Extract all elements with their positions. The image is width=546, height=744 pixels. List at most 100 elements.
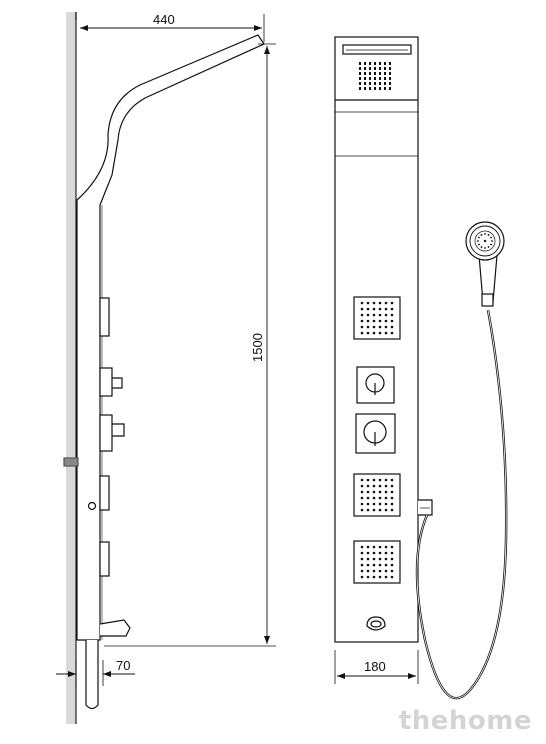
side-knob-1 [99, 367, 113, 397]
jet-nozzle [384, 331, 388, 335]
jet-nozzle [390, 478, 394, 482]
jet-nozzle [384, 325, 388, 329]
jet-nozzle [372, 319, 376, 323]
jet-nozzle [360, 551, 364, 555]
jet-nozzle [366, 325, 370, 329]
jet-nozzle [378, 508, 382, 512]
jet-nozzle [360, 496, 364, 500]
jet-nozzle [390, 545, 394, 549]
jet-nozzle [390, 508, 394, 512]
jet-nozzle [372, 508, 376, 512]
jet-nozzle [384, 484, 388, 488]
jet-nozzle [390, 313, 394, 317]
side-panel-body [76, 34, 265, 641]
jet-nozzle [366, 496, 370, 500]
jet-nozzle [378, 313, 382, 317]
jet-nozzle [372, 502, 376, 506]
jet-nozzle [390, 563, 394, 567]
jet-nozzle [384, 319, 388, 323]
dim-440-label: 440 [153, 12, 175, 27]
jet-nozzle [384, 478, 388, 482]
jet-nozzle [378, 490, 382, 494]
hand-shower-nozzle [480, 246, 483, 248]
jet-nozzle [372, 551, 376, 555]
jet-nozzle [372, 496, 376, 500]
jet-nozzle [366, 502, 370, 506]
jet-nozzle [390, 490, 394, 494]
front-spout [366, 616, 386, 631]
hand-shower-nozzle [491, 240, 493, 242]
jet-nozzle [360, 569, 364, 573]
jet-nozzle [360, 502, 364, 506]
jet-nozzle [378, 563, 382, 567]
jet-nozzle [390, 319, 394, 323]
jet-nozzle [360, 325, 364, 329]
jet-nozzle [384, 551, 388, 555]
jet-nozzle [390, 307, 394, 311]
jet-nozzle [384, 557, 388, 561]
jet-nozzle [366, 478, 370, 482]
jet-nozzle [384, 307, 388, 311]
hand-shower-nozzle [484, 233, 486, 235]
side-jet-3 [99, 541, 110, 577]
side-knob-2 [99, 414, 113, 452]
jet-nozzle [360, 313, 364, 317]
wall-bracket [63, 457, 79, 467]
hand-shower-nozzle [478, 243, 480, 246]
jet-nozzle [366, 551, 370, 555]
jet-nozzle [384, 575, 388, 579]
dim-1500-label: 1500 [250, 333, 265, 362]
jet-nozzle [372, 331, 376, 335]
jet-nozzle [390, 484, 394, 488]
jet-nozzle [378, 551, 382, 555]
hose-connector [418, 499, 433, 516]
hand-shower-nozzle [487, 234, 490, 236]
jet-nozzle [384, 545, 388, 549]
waterfall-outlet [342, 44, 412, 55]
jet-nozzle [372, 307, 376, 311]
jet-nozzle [360, 563, 364, 567]
jet-nozzle [360, 575, 364, 579]
jet-nozzle [384, 502, 388, 506]
jet-nozzle [360, 508, 364, 512]
jet-nozzle [390, 301, 394, 305]
hand-shower-nozzle [490, 243, 492, 246]
dim-180-label: 180 [364, 659, 386, 674]
dim-70-label: 70 [116, 658, 130, 673]
jet-nozzle [366, 490, 370, 494]
jet-nozzle [378, 557, 382, 561]
jet-nozzle [360, 307, 364, 311]
jet-nozzle [378, 496, 382, 500]
jet-nozzle [372, 545, 376, 549]
hand-shower-nozzle [478, 236, 480, 239]
jet-nozzle [384, 569, 388, 573]
jet-nozzle [366, 331, 370, 335]
hand-shower-nozzle [484, 247, 486, 249]
jet-nozzle [390, 551, 394, 555]
hand-shower-nozzle [483, 239, 487, 243]
jet-nozzle [384, 496, 388, 500]
jet-nozzle [378, 575, 382, 579]
jet-nozzle [366, 545, 370, 549]
hand-shower-nozzle [477, 240, 479, 242]
jet-nozzle [390, 557, 394, 561]
jet-nozzle [378, 478, 382, 482]
jet-nozzle [378, 502, 382, 506]
jet-nozzle [366, 575, 370, 579]
front-view: 180 [334, 36, 508, 700]
jet-nozzle [360, 545, 364, 549]
side-spout [99, 619, 131, 637]
jet-nozzle [366, 313, 370, 317]
jet-nozzle [390, 502, 394, 506]
jet-nozzle [384, 490, 388, 494]
jet-nozzle [378, 545, 382, 549]
jet-nozzle [372, 313, 376, 317]
hand-shower-nozzle [480, 234, 483, 236]
jet-nozzle [360, 331, 364, 335]
jet-nozzle [390, 331, 394, 335]
jet-nozzle [384, 508, 388, 512]
jet-nozzle [366, 569, 370, 573]
jet-nozzle [372, 325, 376, 329]
jet-nozzle [360, 301, 364, 305]
jet-nozzle [366, 557, 370, 561]
